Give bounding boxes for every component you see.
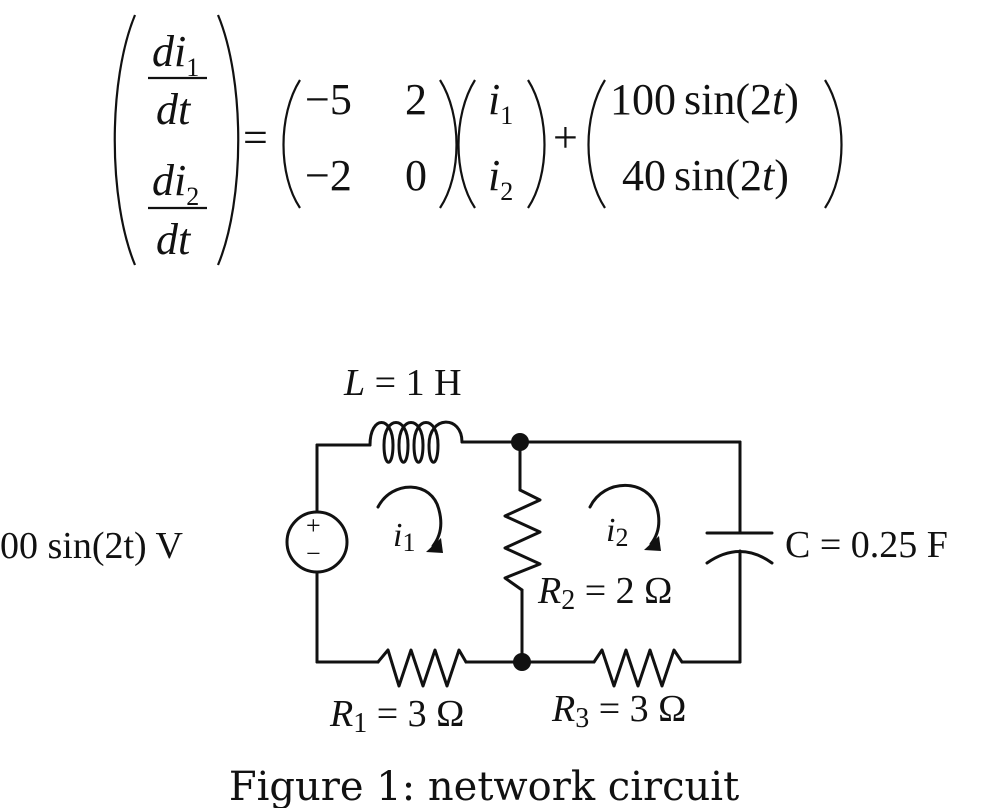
matrix-a12: 2 — [405, 75, 427, 124]
r1-label: R1 = 3 Ω — [329, 693, 464, 739]
lhs-left-paren — [113, 14, 137, 266]
source-label: 00 sin(2t) V — [0, 525, 184, 567]
matrix-a22: 0 — [405, 151, 427, 200]
lhs-den2: dt — [156, 215, 192, 264]
r2-label: R2 = 2 Ω — [537, 570, 672, 616]
matrix-a21: −2 — [305, 151, 352, 200]
plus-sign: + — [553, 113, 578, 162]
junction-bottom — [513, 653, 531, 671]
figure-caption: Figure 1: network circuit — [229, 764, 739, 808]
lhs-num1: di1 — [152, 27, 199, 82]
source-minus: − — [306, 539, 321, 568]
matrix-right-paren — [439, 79, 458, 209]
r3-label: R3 = 3 Ω — [551, 688, 686, 734]
capacitor-label: C = 0.25 F — [785, 524, 948, 566]
inductor-label: L = 1 H — [343, 362, 462, 404]
equals-sign: = — [243, 113, 268, 162]
lhs-num2: di2 — [152, 156, 199, 211]
matrix-equation — [113, 14, 843, 266]
voltage-source — [285, 510, 349, 574]
loop-label-i1: i1 — [393, 517, 415, 557]
vector-i1: i1 — [488, 75, 513, 130]
forcing-left-paren — [587, 79, 606, 209]
loop-arrow-i1 — [376, 485, 443, 548]
vector-i2: i2 — [488, 151, 513, 206]
inductor — [368, 420, 464, 464]
source-plus: + — [306, 511, 321, 540]
vector-left-paren — [457, 79, 476, 209]
circuit-labels: 00 sin(2t) V L = 1 H C = 0.25 F + − i1 i… — [0, 362, 948, 739]
lhs-right-paren — [216, 14, 240, 266]
resistor-r3 — [592, 648, 684, 688]
resistor-r2 — [503, 488, 542, 592]
loop-label-i2: i2 — [606, 512, 628, 552]
lhs-den1: dt — [156, 85, 192, 134]
resistor-r1 — [376, 648, 468, 688]
loop-arrow-i2 — [588, 484, 661, 546]
circuit — [285, 420, 774, 688]
forcing-right-paren — [824, 79, 843, 209]
matrix-a11: −5 — [305, 75, 352, 124]
matrix-left-paren — [282, 79, 301, 209]
vector-right-paren — [527, 79, 546, 209]
loop-arrowhead-i2 — [644, 536, 661, 551]
junction-top — [511, 433, 529, 451]
loop-arrowhead-i1 — [426, 538, 443, 553]
